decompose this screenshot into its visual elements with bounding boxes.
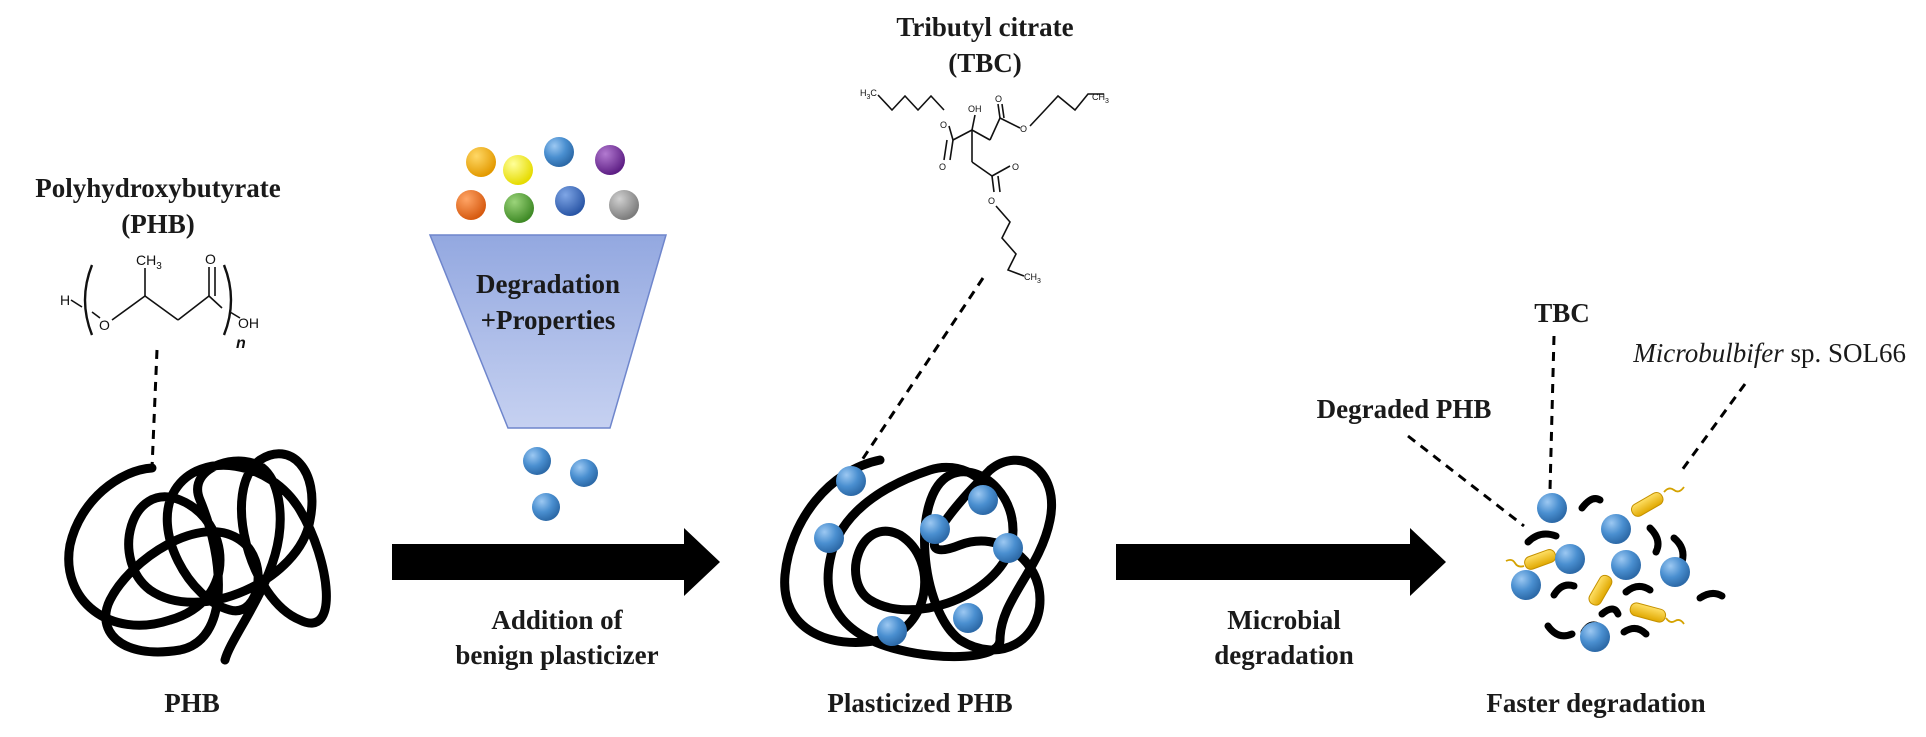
arrow-1-shape — [392, 528, 720, 596]
additive-ball-dark-blue — [555, 186, 585, 216]
tbc-ball — [953, 603, 983, 633]
phb-fragment — [1524, 530, 1560, 546]
microbe — [1629, 602, 1685, 625]
plasticized-phb-caption: Plasticized PHB — [827, 688, 1012, 718]
phb-chain — [64, 449, 331, 665]
tbc-ch3-lower: CH3 — [1024, 272, 1041, 285]
tbc-ball — [968, 485, 998, 515]
arrow-1-label-line1: Addition of — [491, 605, 623, 635]
tbc-ch3-right: CH3 — [1092, 92, 1109, 105]
tbc-ball — [1511, 570, 1541, 600]
selected-ball — [570, 459, 598, 487]
tbc-ball — [920, 514, 950, 544]
phb-abbr-label: (PHB) — [121, 209, 195, 239]
tbc-pointer — [1548, 335, 1556, 491]
additive-ball-orange — [456, 190, 486, 220]
tbc-ball — [1660, 557, 1690, 587]
phb-oh-group: OH — [238, 315, 259, 331]
tbc-o-left-ester: O — [940, 120, 947, 130]
phb-structure: H O CH3 O OH n — [60, 251, 259, 352]
microbe-label: Microbulbifer sp. SOL66 — [1632, 338, 1906, 368]
tbc-oh-group: OH — [968, 104, 982, 114]
tbc-o-right-carbonyl: O — [995, 94, 1002, 104]
phb-carbonyl-o: O — [205, 251, 216, 267]
tbc-ball — [1601, 514, 1631, 544]
plasticized-phb-section: Plasticized PHB — [780, 455, 1056, 718]
selected-ball — [532, 493, 560, 521]
phb-h-atom: H — [60, 292, 70, 308]
additive-ball-gray — [609, 190, 639, 220]
additive-ball-yellow — [503, 155, 533, 185]
arrow-2-label-line2: degradation — [1214, 640, 1354, 670]
tbc-o-left-carbonyl: O — [939, 162, 946, 172]
phb-section: Polyhydroxybutyrate (PHB) H O CH3 O OH n — [35, 173, 331, 718]
phb-fragment — [1622, 583, 1654, 596]
tbc-ball — [1555, 544, 1585, 574]
phb-repeat-n: n — [236, 335, 246, 352]
tbc-section: Tributyl citrate (TBC) H3C O O OH O O — [860, 12, 1109, 461]
additive-ball-blue — [544, 137, 574, 167]
tbc-ball — [836, 466, 866, 496]
faster-degradation-section: TBC Microbulbifer sp. SOL66 Degraded PHB — [1317, 298, 1906, 718]
phb-fragment — [1578, 495, 1604, 512]
funnel-label-properties: +Properties — [481, 305, 616, 335]
tbc-ball — [993, 533, 1023, 563]
arrow-1-label-line2: benign plasticizer — [455, 640, 658, 670]
tbc-o-lower-ester: O — [988, 196, 995, 206]
tbc-name-label: Tributyl citrate — [896, 12, 1073, 42]
faster-degradation-caption: Faster degradation — [1486, 688, 1705, 718]
tbc-short-label: TBC — [1534, 298, 1590, 328]
tbc-o-right-ester: O — [1020, 124, 1027, 134]
degraded-phb-label: Degraded PHB — [1317, 394, 1492, 424]
phb-name-label: Polyhydroxybutyrate — [35, 173, 281, 203]
selected-ball — [523, 447, 551, 475]
arrow-2-shape — [1116, 528, 1446, 596]
arrow-2-label-line1: Microbial — [1227, 605, 1341, 635]
microbe — [1630, 486, 1685, 517]
additive-ball-green — [504, 193, 534, 223]
funnel-section: Degradation +Properties — [428, 137, 667, 521]
phb-fragment — [1550, 581, 1578, 599]
arrow-addition: Addition of benign plasticizer — [392, 528, 720, 670]
phb-fragment — [1620, 625, 1650, 638]
tbc-abbr-label: (TBC) — [948, 48, 1022, 78]
selection-funnel — [428, 234, 667, 429]
phb-ch3-group: CH3 — [136, 252, 162, 272]
additive-ball-orange-yellow — [466, 147, 496, 177]
tbc-ball — [1537, 493, 1567, 523]
phb-dashed-connector — [150, 349, 159, 469]
plasticized-phb-chain — [780, 455, 1056, 662]
tbc-dashed-connector — [860, 277, 985, 461]
arrow-degradation: Microbial degradation — [1116, 528, 1446, 670]
tbc-ball — [1611, 550, 1641, 580]
microbe — [1588, 574, 1613, 606]
microbe — [1505, 549, 1557, 570]
phb-fragment — [1544, 622, 1576, 640]
tbc-ball — [877, 616, 907, 646]
phb-fragment — [1646, 524, 1662, 556]
additive-ball-purple — [595, 145, 625, 175]
phb-o-atom: O — [99, 317, 110, 333]
tbc-structure: H3C O O OH O O CH3 — [860, 88, 1109, 285]
funnel-label-degradation: Degradation — [476, 269, 620, 299]
tbc-ball — [1580, 622, 1610, 652]
degraded-phb-pointer — [1407, 434, 1525, 528]
phb-fragment — [1598, 605, 1622, 618]
tbc-h3c-group: H3C — [860, 88, 877, 101]
tbc-o-lower-carbonyl: O — [1012, 162, 1019, 172]
phb-fragment — [1696, 589, 1726, 602]
microbe-pointer — [1680, 383, 1747, 471]
tbc-ball — [814, 523, 844, 553]
phb-caption: PHB — [164, 688, 220, 718]
